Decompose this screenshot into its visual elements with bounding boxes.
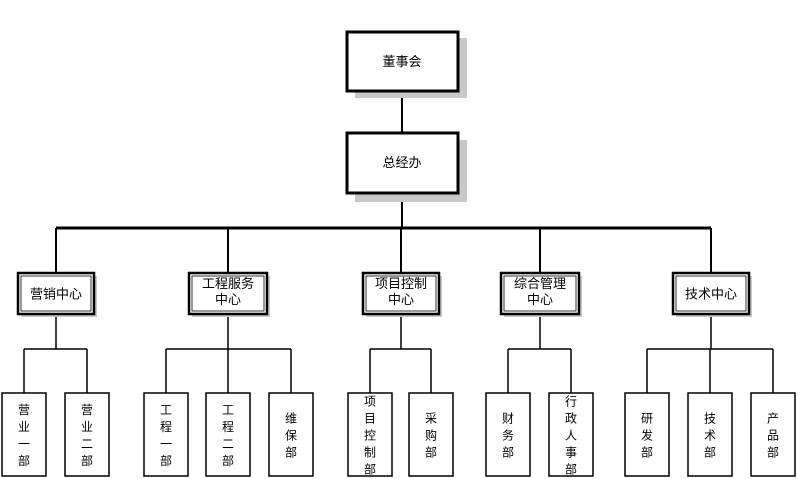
dept-rnd: 研发部 (624, 392, 670, 477)
dept-projctl: 项目控制部 (347, 392, 393, 477)
dept-hr: 行政人事部 (548, 392, 594, 477)
dept-label: 技术部 (704, 412, 716, 460)
dept-label: 工程一部 (160, 403, 172, 468)
node-label: 项目控制 (375, 277, 427, 292)
dept-box (485, 392, 531, 477)
node-box (499, 271, 581, 316)
node-label: 中心 (215, 293, 241, 308)
node-label: 总经办 (382, 156, 421, 171)
dept-box (750, 392, 796, 477)
dept-sales1: 营业一部 (1, 392, 47, 477)
dept-label: 采购部 (425, 412, 437, 460)
dept-label: 产品部 (767, 412, 779, 460)
node-label: 董事会 (382, 55, 421, 70)
node-marketing: 营销中心 (16, 271, 97, 317)
node-office: 总经办 (345, 131, 467, 202)
dept-label: 财务部 (502, 412, 514, 460)
node-box (345, 30, 460, 93)
dept-tech: 技术部 (687, 392, 733, 477)
node-inner-border (365, 275, 437, 312)
dept-label: 行政人事部 (565, 395, 577, 477)
node-inner-border (191, 275, 265, 312)
node-board: 董事会 (345, 30, 467, 98)
node-inner-border (503, 275, 577, 312)
node-box (16, 271, 96, 316)
dept-label: 营业一部 (18, 403, 30, 468)
dept-product: 产品部 (750, 392, 796, 477)
node-box (187, 271, 269, 316)
node-label: 技术中心 (685, 288, 737, 303)
dept-box (205, 392, 251, 477)
dept-box (548, 392, 594, 477)
node-label: 中心 (388, 293, 414, 308)
dept-eng1: 工程一部 (143, 392, 189, 477)
dept-label: 营业二部 (81, 403, 93, 468)
dept-box (687, 392, 733, 477)
node-box (361, 271, 441, 316)
node-label: 工程服务 (202, 276, 254, 292)
dept-label: 研发部 (641, 412, 653, 460)
dept-sales2: 营业二部 (64, 392, 110, 477)
node-label: 中心 (527, 293, 553, 308)
node-label: 营销中心 (30, 288, 82, 303)
dept-label: 项目控制部 (364, 395, 376, 477)
dept-box (347, 392, 393, 477)
dept-finance: 财务部 (485, 392, 531, 477)
dept-label: 维保部 (285, 412, 297, 460)
dept-box (624, 392, 670, 477)
dept-box (1, 392, 47, 477)
node-technology: 技术中心 (671, 271, 752, 317)
dept-purchase: 采购部 (408, 392, 454, 477)
node-label: 综合管理 (514, 277, 566, 292)
node-box (671, 271, 751, 316)
dept-box (408, 392, 454, 477)
connector-lines (23, 91, 774, 393)
dept-box (143, 392, 189, 477)
dept-eng2: 工程二部 (205, 392, 251, 477)
node-box (345, 131, 460, 195)
dept-maint: 维保部 (268, 392, 314, 477)
dept-box (64, 392, 110, 477)
node-inner-border (675, 275, 747, 312)
centers: 营销中心工程服务中心项目控制中心综合管理中心技术中心 (16, 271, 752, 317)
dept-label: 工程二部 (222, 403, 234, 468)
departments: 营业一部 营业二部 工程一部 工程二部 维保部 项目控制部 采购部 财务部 行政人事部 研发部 技术… (1, 392, 796, 477)
node-inner-border (20, 275, 92, 312)
dept-box (268, 392, 314, 477)
